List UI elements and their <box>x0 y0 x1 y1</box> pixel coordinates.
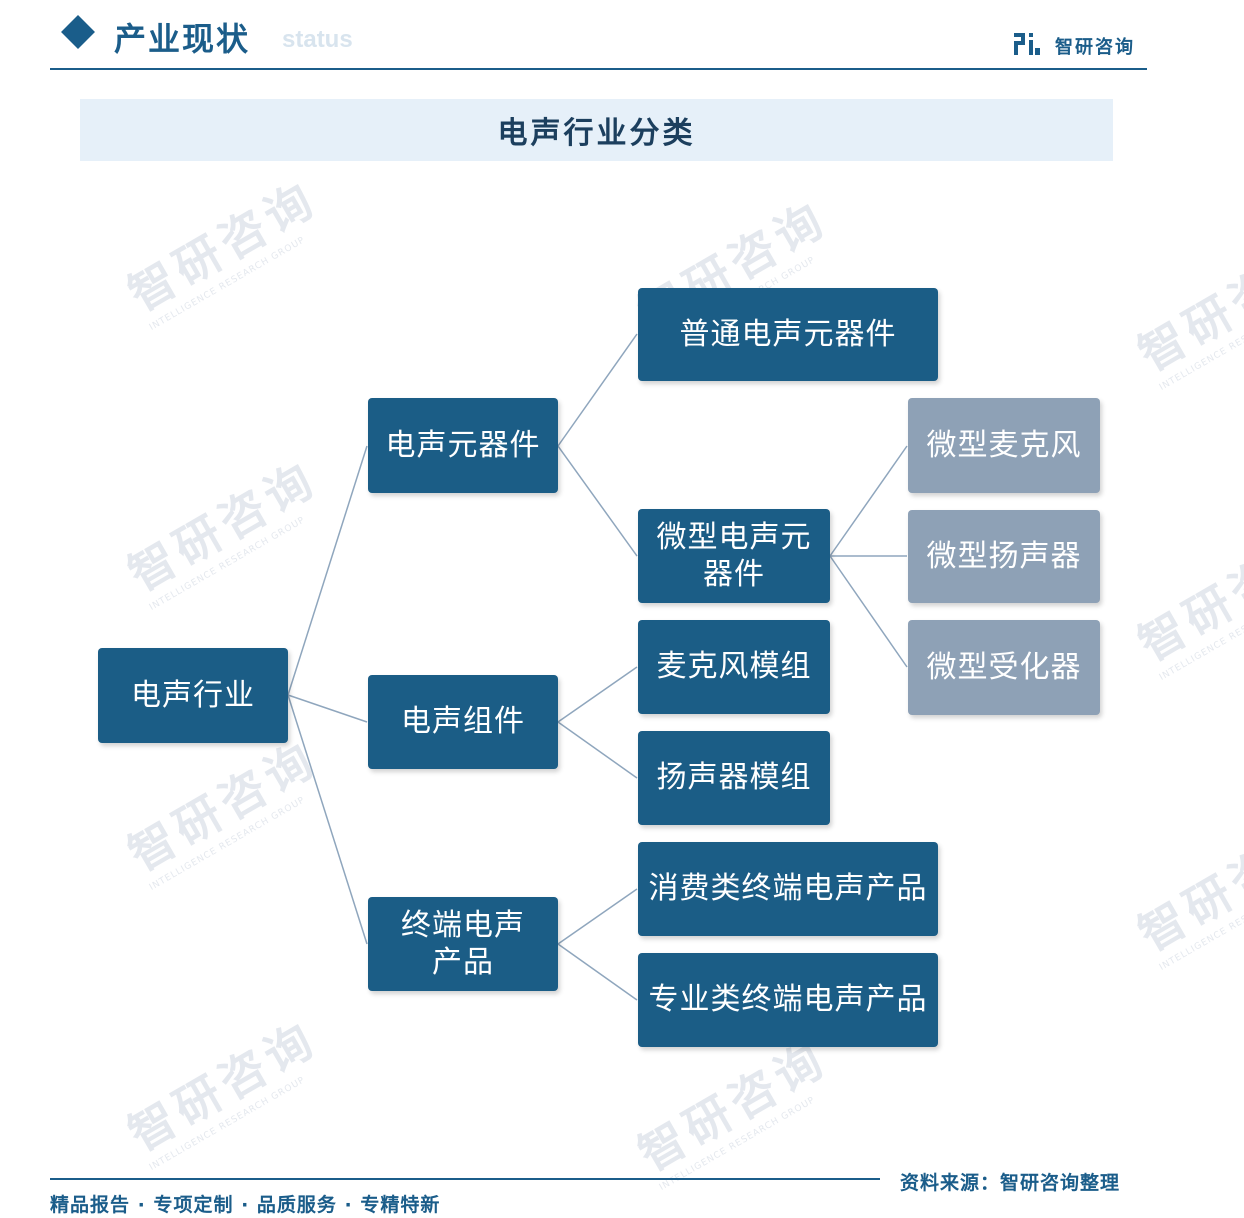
section-subtitle: status <box>282 26 353 53</box>
brand-name: 智研咨询 <box>1055 37 1135 58</box>
node-label: 麦克风模组 <box>656 649 812 685</box>
node-label: 微型扬声器 <box>926 538 1082 574</box>
node-pro-terminal: 专业类终端电声产品 <box>638 953 938 1047</box>
node-micro-microphone: 微型麦克风 <box>908 398 1100 493</box>
edge-terminal-consumer <box>557 888 638 945</box>
node-label: 扬声器模组 <box>656 760 812 796</box>
node-label: 消费类终端电声产品 <box>648 871 928 907</box>
node-label: 微型麦克风 <box>926 427 1082 463</box>
edge-root-terminal <box>287 694 368 945</box>
node-label: 微型电声元器件 <box>656 519 812 593</box>
node-components: 电声元器件 <box>368 398 558 493</box>
diagram-title: 电声行业分类 <box>497 116 696 151</box>
node-root: 电声行业 <box>98 648 288 743</box>
node-assemblies: 电声组件 <box>368 675 558 769</box>
node-label: 专业类终端电声产品 <box>648 982 928 1018</box>
brand-logo-icon <box>1014 33 1040 55</box>
edge-root-components <box>287 445 368 696</box>
edge-terminal-pro <box>557 943 638 1001</box>
diagram-title-band: 电声行业分类 <box>80 99 1113 161</box>
node-label: 终端电声产品 <box>401 907 525 981</box>
edge-components-micro <box>557 445 638 557</box>
node-common-components: 普通电声元器件 <box>638 288 938 381</box>
edge-micro-microphone <box>829 445 908 557</box>
edge-root-assemblies <box>287 694 368 723</box>
node-mic-module: 麦克风模组 <box>638 620 830 714</box>
node-consumer-terminal: 消费类终端电声产品 <box>638 842 938 936</box>
node-label: 电声组件 <box>401 704 525 740</box>
node-terminal-products: 终端电声产品 <box>368 897 558 991</box>
node-speaker-module: 扬声器模组 <box>638 731 830 825</box>
header-divider <box>50 68 1147 70</box>
footer-slogan: 精品报告 · 专项定制 · 品质服务 · 专精特新 <box>50 1194 441 1216</box>
edge-components-common <box>557 333 638 447</box>
edge-assemblies-mic <box>557 666 638 723</box>
edge-micro-receiver <box>829 555 908 668</box>
edge-assemblies-speaker <box>557 721 638 779</box>
node-label: 微型受化器 <box>926 649 1082 685</box>
node-label: 电声行业 <box>131 677 255 713</box>
node-label: 普通电声元器件 <box>679 316 897 352</box>
source-note: 资料来源：智研咨询整理 <box>900 1172 1121 1194</box>
node-micro-speaker: 微型扬声器 <box>908 510 1100 603</box>
node-micro-components: 微型电声元器件 <box>638 509 830 603</box>
node-label: 电声元器件 <box>385 427 541 463</box>
node-micro-receiver: 微型受化器 <box>908 620 1100 715</box>
section-title: 产业现状 <box>114 20 251 58</box>
footer-divider <box>50 1178 880 1180</box>
